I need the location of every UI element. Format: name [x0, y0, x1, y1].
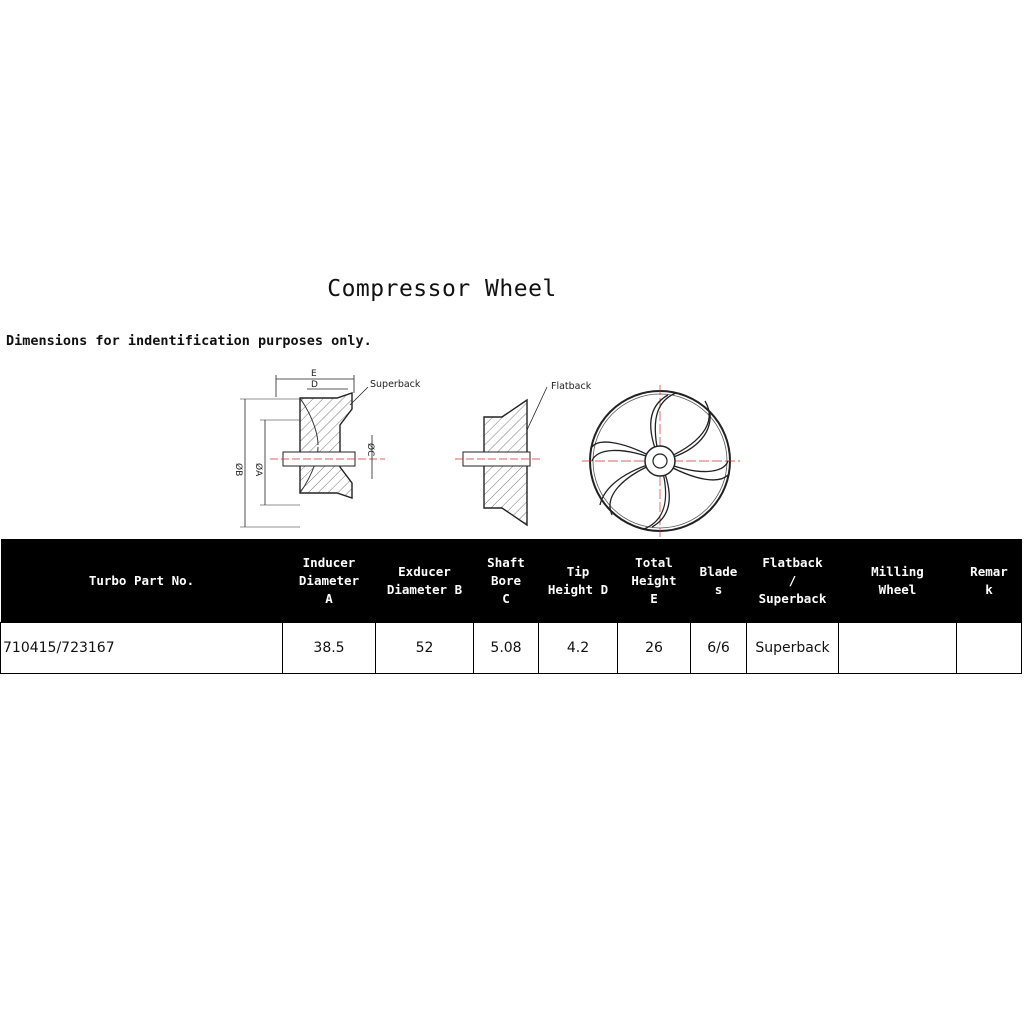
- header-blades: Blade s: [690, 539, 747, 623]
- dim-e-label: E: [311, 369, 317, 379]
- wheel-front-view: [582, 385, 740, 537]
- header-flatback-superback: Flatback / Superback: [746, 539, 839, 623]
- specification-table: Turbo Part No. Inducer Diameter A Exduce…: [0, 539, 1022, 674]
- header-shaft-bore: Shaft Bore C: [473, 539, 539, 623]
- header-tip-height: Tip Height D: [538, 539, 618, 623]
- superback-callout: Superback: [370, 379, 421, 390]
- cell-inducer-diameter: 38.5: [282, 622, 376, 674]
- cell-remark: [956, 622, 1022, 674]
- document-title: Compressor Wheel: [327, 276, 557, 302]
- cell-exducer-diameter: 52: [375, 622, 474, 674]
- compressor-wheel-drawing: E D Superback ØC ØB ØA Flatback: [233, 369, 740, 537]
- dim-b-label: ØB: [233, 463, 244, 476]
- cell-tip-height: 4.2: [538, 622, 618, 674]
- superback-side-view: E D Superback ØC ØB ØA: [233, 369, 421, 528]
- cell-turbo-part-no: 710415/723167: [0, 622, 283, 674]
- header-inducer-diameter: Inducer Diameter A: [282, 539, 376, 623]
- table-header-row: Turbo Part No. Inducer Diameter A Exduce…: [0, 539, 1022, 623]
- dim-c-label: ØC: [365, 443, 376, 456]
- cell-flatback-superback: Superback: [746, 622, 839, 674]
- cell-blades: 6/6: [690, 622, 747, 674]
- header-exducer-diameter: Exducer Diameter B: [375, 539, 474, 623]
- header-milling-wheel: Milling Wheel: [838, 539, 957, 623]
- dim-a-label: ØA: [253, 463, 264, 477]
- header-total-height: Total Height E: [617, 539, 691, 623]
- header-turbo-part-no: Turbo Part No.: [0, 539, 283, 623]
- flatback-callout: Flatback: [551, 381, 592, 392]
- header-remark: Remar k: [956, 539, 1022, 623]
- cell-shaft-bore: 5.08: [473, 622, 539, 674]
- table-row: 710415/723167 38.5 52 5.08 4.2 26 6/6 Su…: [0, 622, 1022, 674]
- disclaimer-text: Dimensions for indentification purposes …: [6, 333, 372, 349]
- cell-milling-wheel: [838, 622, 957, 674]
- flatback-side-view: Flatback: [455, 381, 592, 527]
- dim-d-label: D: [311, 380, 318, 390]
- cell-total-height: 26: [617, 622, 691, 674]
